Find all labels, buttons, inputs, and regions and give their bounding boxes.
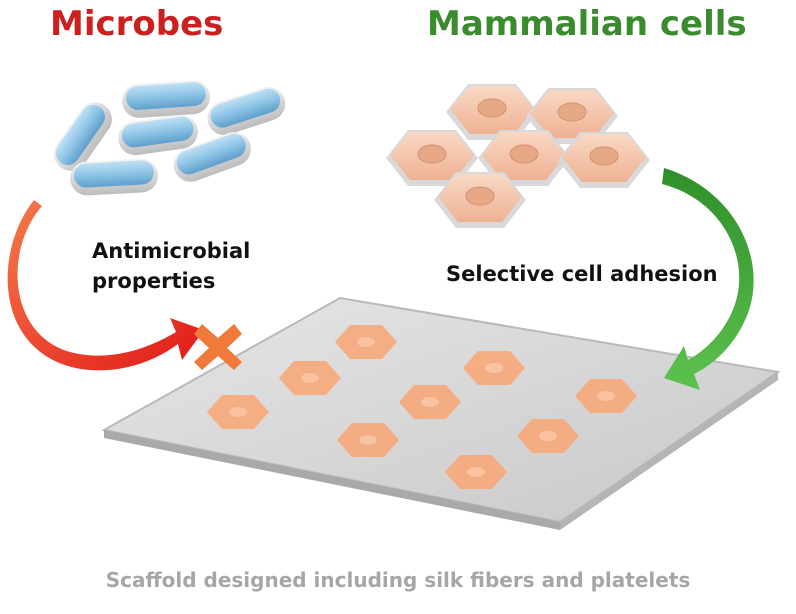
x-mark-icon [194, 324, 242, 370]
scaffold-cell [279, 361, 341, 395]
scaffold-cell [337, 423, 399, 457]
mammalian-cell [446, 84, 538, 140]
scaffold-cell [335, 325, 397, 359]
bacterium [207, 86, 286, 136]
bacterium [70, 158, 159, 196]
antimicrobial-label: Antimicrobial properties [92, 236, 250, 296]
scaffold-cell [517, 419, 579, 453]
mammalian-cell [434, 172, 526, 228]
bacterium [53, 102, 112, 171]
scaffold-cell [463, 351, 525, 385]
antimicrobial-label-line2: properties [92, 269, 216, 293]
mammalian-cell-cluster [386, 84, 650, 228]
mammalian-cell [558, 132, 650, 188]
bacteria-group [53, 80, 286, 196]
mammalian-cell [386, 130, 478, 186]
mammalian-cell [526, 88, 618, 144]
antimicrobial-label-line1: Antimicrobial [92, 239, 251, 263]
scaffold-cell [575, 379, 637, 413]
scaffold-cell [445, 455, 507, 489]
bacterium [118, 114, 198, 156]
microbes-title: Microbes [50, 4, 224, 44]
curved-arrow-icon [662, 168, 754, 390]
scaffold-cell [399, 385, 461, 419]
bacterium [173, 132, 251, 182]
scaffold-caption: Scaffold designed including silk fibers … [105, 568, 691, 592]
scaffold-cell [207, 395, 269, 429]
scaffold-cells [207, 325, 637, 489]
curved-arrow-icon [7, 200, 204, 371]
selective-adhesion-label: Selective cell adhesion [446, 262, 718, 286]
bacterium [122, 80, 211, 118]
mammalian-cells-title: Mammalian cells [427, 4, 747, 44]
